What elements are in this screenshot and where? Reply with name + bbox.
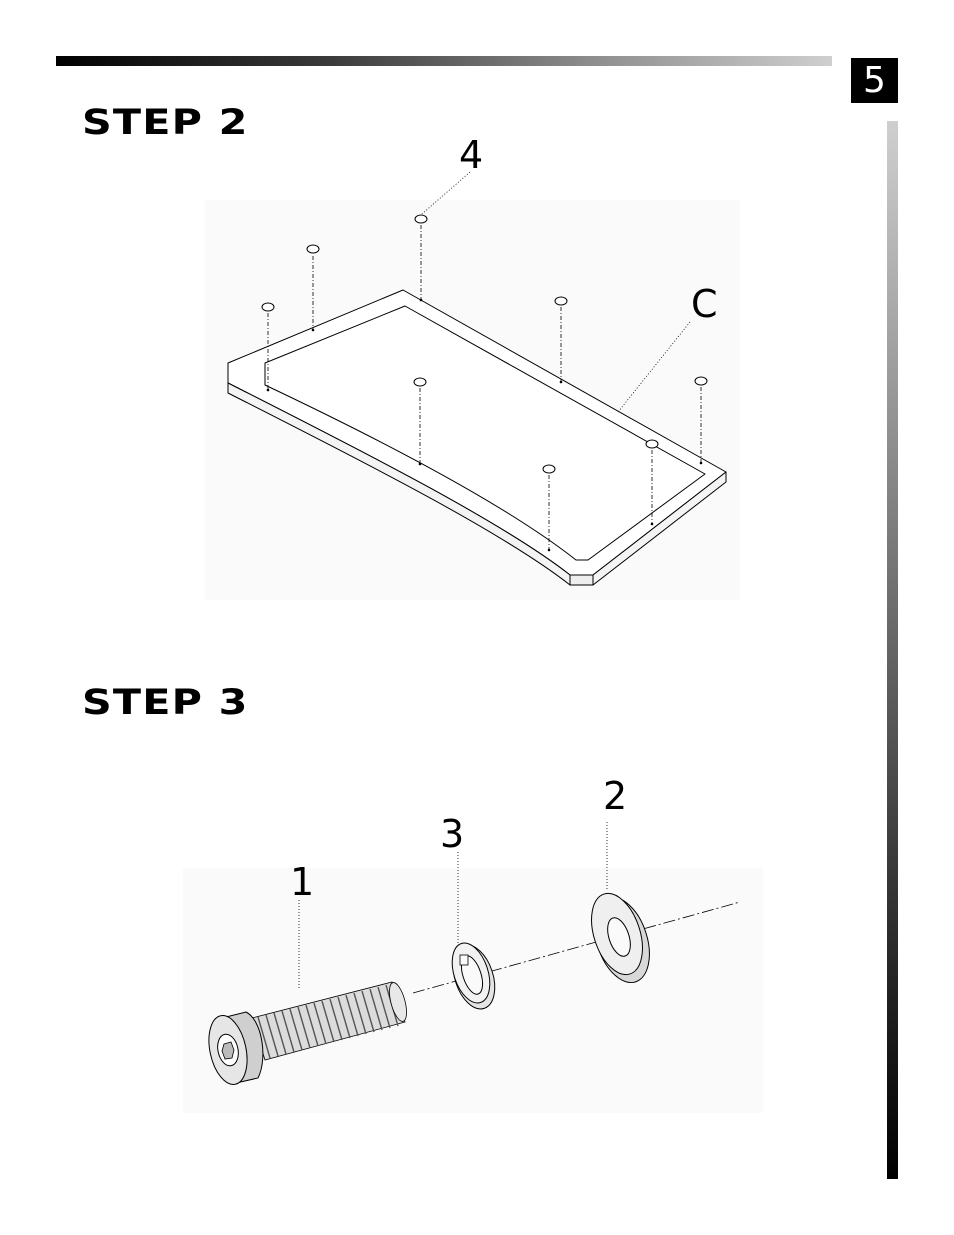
- callout-lock-washer-3: 3: [440, 815, 464, 853]
- callout-washer-2: 2: [603, 777, 627, 815]
- callout-bolt-1: 1: [290, 863, 314, 901]
